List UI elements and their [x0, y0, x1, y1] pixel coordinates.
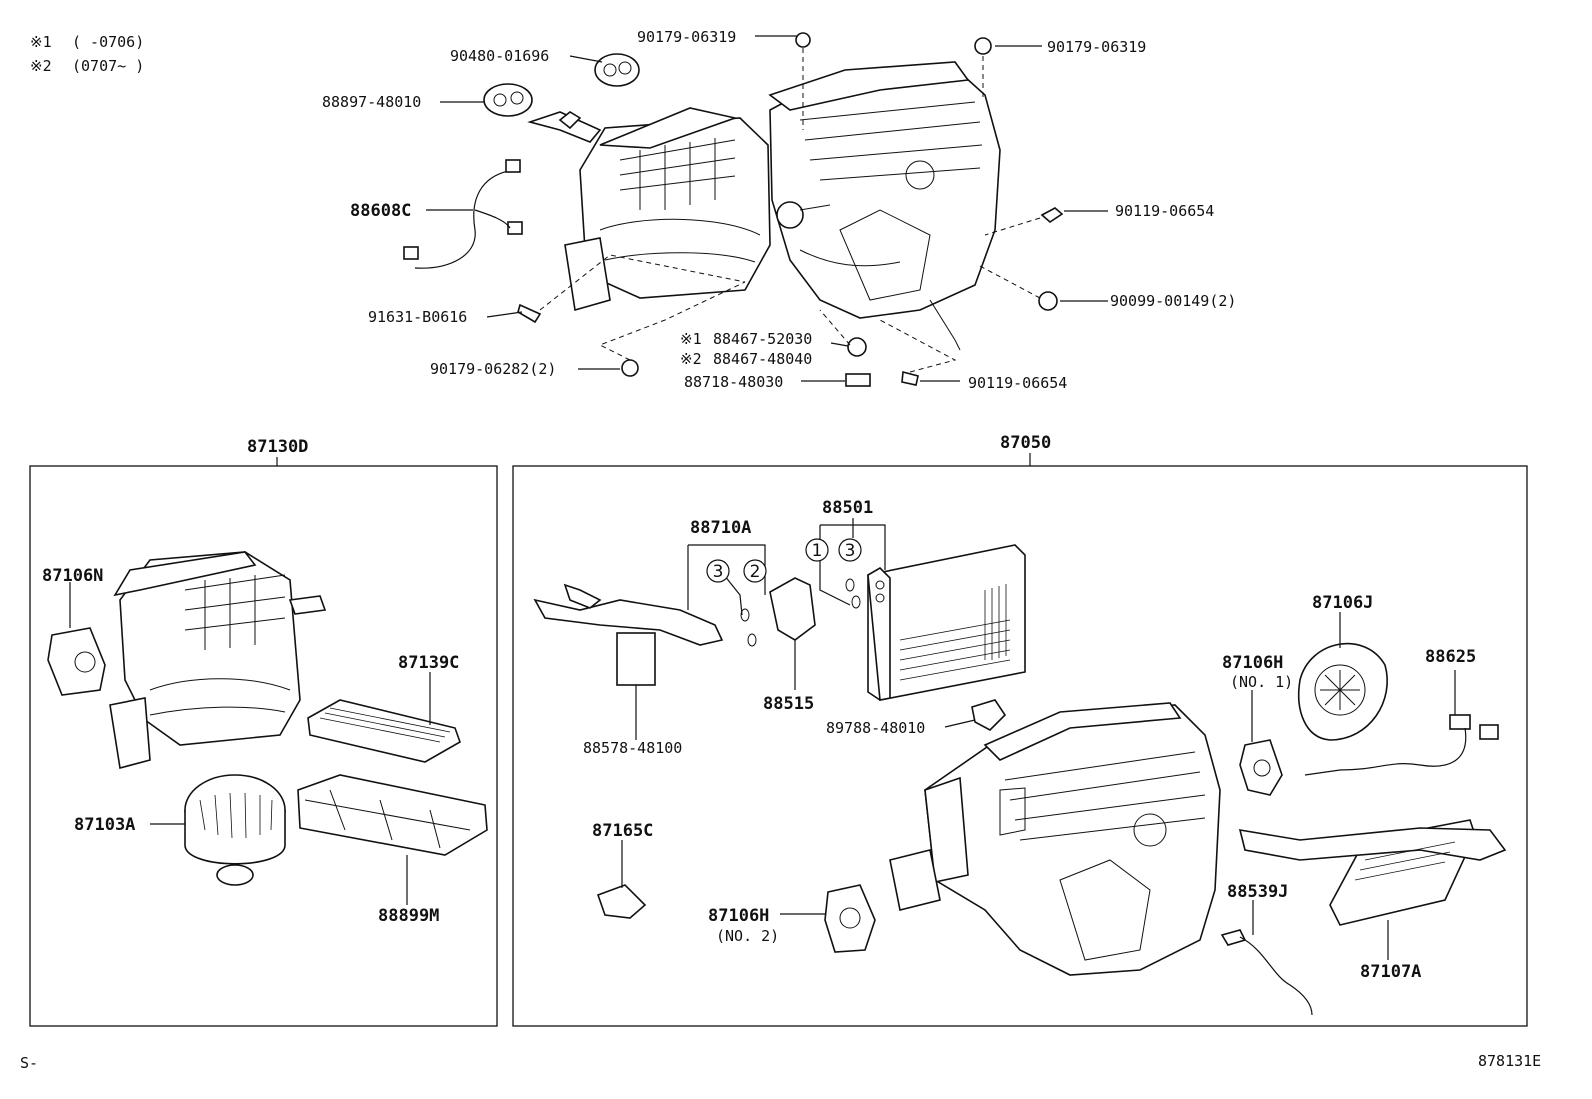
- nut-icon: [621, 359, 639, 377]
- bracket-icon: [845, 373, 871, 387]
- legend-notes: ※1 ( -0706) ※2 (0707~ ): [30, 33, 144, 75]
- group-87050-title: 87050: [1000, 433, 1051, 453]
- note1-mark: ※1: [30, 33, 52, 51]
- label-87106h-no2: 87106H: [708, 906, 769, 926]
- top-hvac-assembly: 90179-06319 90179-06319 90480-01696 8889…: [322, 28, 1236, 392]
- label-88501: 88501: [822, 498, 873, 518]
- screw-icon: [1040, 207, 1064, 224]
- label-88718-48030: 88718-48030: [684, 373, 783, 391]
- seal-pad-88578: [616, 632, 656, 686]
- group-87130d-frame: [29, 465, 498, 1027]
- clip-icon: [847, 337, 867, 357]
- screw-icon: [901, 370, 919, 386]
- bolt-icon: [974, 37, 992, 55]
- circle-1-num: 1: [812, 541, 823, 561]
- label-88710a: 88710A: [690, 518, 751, 538]
- label-88467-mark2: ※2: [680, 350, 702, 368]
- label-90179-06319-a: 90179-06319: [637, 28, 736, 46]
- screw-icon: [517, 303, 542, 324]
- nut-icon: [795, 32, 811, 48]
- label-no2: (NO. 2): [716, 927, 779, 945]
- label-87106j: 87106J: [1312, 593, 1373, 613]
- label-88608c: 88608C: [350, 201, 411, 221]
- label-no1: (NO. 1): [1230, 673, 1293, 691]
- circle-2: [743, 559, 767, 583]
- bolt-icon: [1038, 291, 1058, 311]
- label-88625: 88625: [1425, 647, 1476, 667]
- label-88515: 88515: [763, 694, 814, 714]
- wire-harness-88608c: [414, 169, 515, 269]
- label-87106h-no1: 87106H: [1222, 653, 1283, 673]
- footer-mark: S-: [20, 1054, 38, 1072]
- main-hvac-case: [924, 704, 1221, 976]
- label-89788-48010: 89788-48010: [826, 719, 925, 737]
- label-87165c: 87165C: [592, 821, 653, 841]
- circle-2-num: 2: [750, 562, 761, 582]
- label-90179-06282: 90179-06282(2): [430, 360, 556, 378]
- label-87107a: 87107A: [1360, 962, 1421, 982]
- evaporator-core: [867, 544, 1026, 701]
- footer-code: 878131E: [1478, 1052, 1541, 1070]
- group-87130d-title: 87130D: [247, 437, 308, 457]
- group-87130d: 87130D 87106N 87139C 87103A 88899M: [29, 437, 498, 1027]
- circle-3a: [706, 559, 730, 583]
- label-88578-48100: 88578-48100: [583, 739, 682, 757]
- label-88467-52030: 88467-52030: [713, 330, 812, 348]
- label-91631-b0616: 91631-B0616: [368, 308, 467, 326]
- grommet-88897: [483, 83, 533, 117]
- note2-range: (0707~ ): [72, 57, 144, 75]
- label-90179-06319-b: 90179-06319: [1047, 38, 1146, 56]
- grommet-90480: [594, 53, 640, 87]
- note1-range: ( -0706): [72, 33, 144, 51]
- label-87103a: 87103A: [74, 815, 135, 835]
- label-90119-06654-b: 90119-06654: [968, 374, 1067, 392]
- label-90119-06654-a: 90119-06654: [1115, 202, 1214, 220]
- label-88539j: 88539J: [1227, 882, 1288, 902]
- label-90480-01696: 90480-01696: [450, 47, 549, 65]
- circle-3b-num: 3: [845, 541, 856, 561]
- label-88897-48010: 88897-48010: [322, 93, 421, 111]
- group-87050-frame: [512, 465, 1528, 1027]
- circle-3b: [838, 538, 862, 562]
- label-87139c: 87139C: [398, 653, 459, 673]
- circle-3a-num: 3: [713, 562, 724, 582]
- label-90099-00149: 90099-00149(2): [1110, 292, 1236, 310]
- label-87106n: 87106N: [42, 566, 103, 586]
- label-88467-mark1: ※1: [680, 330, 702, 348]
- label-88467-48040: 88467-48040: [713, 350, 812, 368]
- label-88899m: 88899M: [378, 906, 439, 926]
- group-87050: 87050 3 2 1 3: [512, 433, 1528, 1027]
- note2-mark: ※2: [30, 57, 52, 75]
- circle-1: [805, 538, 829, 562]
